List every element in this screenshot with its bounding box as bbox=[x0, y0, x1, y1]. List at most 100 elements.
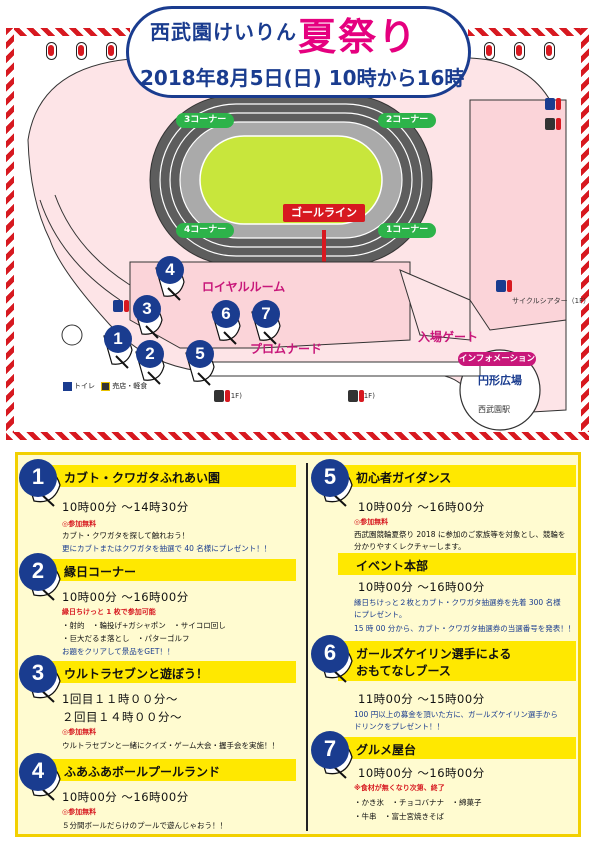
toilet-icon bbox=[113, 300, 129, 312]
event-2-header bbox=[46, 559, 296, 581]
event-7-time: 10時00分 ～16時00分 bbox=[358, 766, 485, 780]
event-1-header bbox=[46, 465, 296, 487]
floor-label: (1F) bbox=[361, 392, 375, 400]
left-stand bbox=[39, 199, 121, 301]
map-pin-1[interactable]: 1 bbox=[104, 325, 132, 353]
lantern-icon bbox=[106, 42, 117, 60]
goal-line-marker bbox=[322, 230, 326, 262]
event-hq-desc-1: 縁日ちけっと２枚とカブト・クワガタ抽選券を先着 300 名様 bbox=[354, 598, 561, 607]
event-6-title-1: ガールズケイリン選手による bbox=[356, 647, 512, 661]
information-label: インフォメーション bbox=[458, 352, 536, 366]
rope-top-left bbox=[6, 28, 130, 36]
lantern-icon bbox=[76, 42, 87, 60]
event-1-extra: 更にカブトまたはクワガタを抽選で 40 名様にプレゼント！！ bbox=[62, 544, 272, 553]
floor-label: (1F) bbox=[228, 392, 242, 400]
map-pin-6[interactable]: 6 bbox=[212, 300, 240, 328]
infield bbox=[199, 135, 383, 225]
shop-icon bbox=[101, 381, 111, 391]
event-6-title-2: おもてなしブース bbox=[356, 664, 451, 678]
event-4-title: ふあふあボールプールランド bbox=[64, 765, 221, 779]
plaza-label: 円形広場 bbox=[478, 374, 522, 387]
event-4-header bbox=[46, 759, 296, 781]
left-stand-2 bbox=[54, 194, 131, 286]
track-lane-2 bbox=[169, 112, 413, 248]
map-pin-7[interactable]: 7 bbox=[252, 300, 280, 328]
legend-shop: 売店・軽食 bbox=[112, 382, 148, 390]
event-6-badge: 6 bbox=[311, 635, 349, 673]
event-6-desc-1: 100 円以上の募金を頂いた方に、ガールズケイリン選手から bbox=[354, 710, 558, 719]
event-5-title: 初心者ガイダンス bbox=[356, 471, 452, 485]
event-4-tag: ◎参加無料 bbox=[62, 808, 97, 816]
event-list: 1 カブト・クワガタふれあい園 10時00分 ～14時30分 ◎参加無料 カブト… bbox=[15, 452, 581, 837]
track-lane-1 bbox=[159, 103, 423, 257]
map-pin-2[interactable]: 2 bbox=[136, 340, 164, 368]
event-5-desc-2: 分かりやすくレクチャーします。 bbox=[354, 542, 466, 551]
corner-1-label: 1コーナー bbox=[378, 223, 437, 238]
toilet-icon bbox=[63, 381, 72, 391]
event-1-desc: カブト・クワガタを探して触れおう！ bbox=[62, 531, 190, 540]
title-venue: 西武園けいりん bbox=[150, 20, 297, 44]
gate bbox=[399, 269, 471, 341]
event-2-badge: 2 bbox=[19, 553, 57, 591]
walkway bbox=[209, 361, 481, 377]
event-2-items-1: ・射的 ・輪投げ+ガシャポン ・サイコロ回し bbox=[62, 621, 226, 630]
event-5-desc-1: 西武園競輪夏祭り 2018 に参加のご家族等を対象とし、競輪を bbox=[354, 530, 566, 539]
event-3-title: ウルトラセブンと遊ぼう！ bbox=[64, 667, 209, 681]
event-6-time: 11時00分 ～15時00分 bbox=[358, 692, 485, 706]
station-label: 西武園駅 bbox=[478, 405, 510, 414]
event-4-desc: ５分間ボールだらけのプールで遊んじゃおう！！ bbox=[62, 821, 227, 830]
event-7-items-2: ・牛串 ・富士宮焼きそば bbox=[354, 812, 444, 821]
event-7-tag: ※食材が無くなり次第、終了 bbox=[354, 784, 445, 792]
event-3-tag: ◎参加無料 bbox=[62, 728, 97, 736]
event-hq-header bbox=[338, 553, 576, 575]
corner-3-label: 3コーナー bbox=[176, 113, 235, 128]
event-4-time: 10時00分 ～16時00分 bbox=[62, 790, 189, 804]
event-7-title: グルメ屋台 bbox=[356, 743, 417, 757]
event-2-time: 10時00分 ～16時00分 bbox=[62, 590, 189, 604]
event-4-badge: 4 bbox=[19, 753, 57, 791]
goal-line-label: ゴールライン bbox=[283, 204, 365, 222]
legend-toilet: トイレ bbox=[74, 382, 95, 390]
map-legend: トイレ 売店・軽食 bbox=[63, 381, 147, 391]
entrance-gate-label: 入場ゲート bbox=[418, 330, 479, 344]
lantern-icon bbox=[544, 42, 555, 60]
rope-right bbox=[581, 28, 589, 440]
corner-4-label: 4コーナー bbox=[176, 223, 235, 238]
shop-icon bbox=[214, 390, 230, 402]
promenade-label: プロムナード bbox=[250, 342, 323, 356]
event-1-title: カブト・クワガタふれあい園 bbox=[64, 471, 221, 485]
event-3-desc: ウルトラセブンと一緒にクイズ・ゲーム大会・握手会を実施！！ bbox=[62, 741, 280, 750]
toilet-icon bbox=[496, 280, 512, 292]
event-5-badge: 5 bbox=[311, 459, 349, 497]
event-5-time: 10時00分 ～16時00分 bbox=[358, 500, 485, 514]
event-2-title: 縁日コーナー bbox=[64, 565, 137, 579]
event-hq-time: 10時00分 ～16時00分 bbox=[358, 580, 485, 594]
event-6-header bbox=[338, 641, 576, 681]
event-hq-desc-2: にプレゼント。 bbox=[354, 610, 407, 619]
map-pin-3[interactable]: 3 bbox=[133, 295, 161, 323]
royal-room-label: ロイヤルルーム bbox=[202, 280, 286, 294]
event-3-time-1: 1回目１１時００分～ bbox=[62, 692, 178, 706]
event-3-badge: 3 bbox=[19, 655, 57, 693]
lantern-icon bbox=[514, 42, 525, 60]
event-7-badge: 7 bbox=[311, 731, 349, 769]
corner-2-label: 2コーナー bbox=[378, 113, 437, 128]
event-2-items-2: ・巨大だるま落とし ・パターゴルフ bbox=[62, 634, 190, 643]
map-pin-5[interactable]: 5 bbox=[186, 340, 214, 368]
shop-icon bbox=[348, 390, 364, 402]
lantern-icon bbox=[484, 42, 495, 60]
map-pin-4[interactable]: 4 bbox=[156, 256, 184, 284]
rope-top-right bbox=[468, 28, 589, 36]
event-2-extra: お題をクリアして景品をGET！！ bbox=[62, 647, 175, 656]
event-1-badge: 1 bbox=[19, 459, 57, 497]
cycle-theater-label: サイクルシアター（1F） bbox=[512, 297, 591, 305]
event-7-items-1: ・かき氷 ・チョコバナナ ・綿菓子 bbox=[354, 798, 482, 807]
rope-left bbox=[6, 28, 14, 440]
lantern-icon bbox=[46, 42, 57, 60]
left-plaza bbox=[61, 324, 83, 346]
event-3-header bbox=[46, 661, 296, 683]
venue-map: 西武園けいりん 夏祭り 2018年8月5日(日) 10時から16時 3コーナー … bbox=[6, 6, 591, 440]
toilet-icon bbox=[545, 98, 561, 110]
rope-bottom bbox=[6, 432, 589, 440]
event-6-desc-2: ドリンクをプレゼント！！ bbox=[354, 722, 444, 731]
